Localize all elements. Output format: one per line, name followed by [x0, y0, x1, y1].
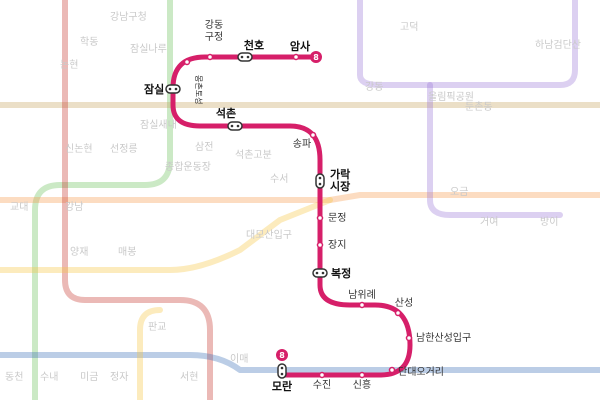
bg-label: 미금	[80, 371, 98, 383]
bg-label: 방이	[540, 216, 558, 228]
station-bokjeong-label: 복정	[331, 266, 351, 280]
station-munjeong-label: 문정	[328, 212, 346, 224]
bg-line-3	[0, 192, 600, 203]
bg-label: 선정릉	[110, 143, 138, 155]
station-sinheung-marker[interactable]	[358, 371, 366, 379]
bg-label: 잠실새내	[140, 119, 177, 131]
bg-label: 오금	[450, 186, 468, 198]
station-bokjeong-marker[interactable]	[312, 268, 328, 278]
bg-label: 둔촌동	[465, 101, 493, 113]
bg-label: 신논현	[65, 143, 93, 155]
station-amsa-marker[interactable]	[292, 53, 300, 61]
bg-label: 동천	[5, 371, 23, 383]
station-sujin-marker[interactable]	[318, 371, 326, 379]
bg-line-2	[32, 0, 173, 400]
line-8-badge-top-label: 8	[313, 53, 319, 62]
bg-label: 판교	[148, 321, 166, 333]
station-sujin-label: 수진	[313, 379, 331, 391]
station-jamsil-label: 잠실	[144, 82, 164, 96]
station-gangdong-gu-office-label-2: 구정	[205, 31, 223, 43]
station-sanseong-label: 산성	[395, 297, 413, 309]
bg-label: 올림픽공원	[428, 91, 474, 103]
bg-label: 석촌고분	[235, 149, 272, 161]
bg-label: 잠실나루	[130, 43, 167, 55]
bg-label: 강남	[65, 201, 83, 213]
station-sanseong-marker[interactable]	[394, 309, 402, 317]
bg-label: 하남검단산	[535, 38, 581, 51]
bg-label: 매봉	[118, 246, 136, 258]
background-labels: 강남구청 잠실나루 강동 올림픽공원 둔촌동 석촌고분 삼전 잠실새내 종합운동…	[5, 11, 581, 383]
station-jangji-marker[interactable]	[316, 241, 324, 249]
bg-label: 서현	[180, 371, 198, 383]
station-sinheung-label: 신흥	[353, 378, 371, 391]
station-namhansanseong-label: 남한산성입구	[416, 331, 471, 344]
station-dandae-marker[interactable]	[388, 366, 396, 374]
bg-line-sinbundang	[62, 0, 213, 400]
station-gangdong-gu-office-marker[interactable]	[206, 53, 214, 61]
bg-line-gyeonggang	[0, 352, 600, 373]
station-mongchontoseong-label: 몽촌토성	[194, 75, 203, 104]
bg-line-bundang2	[137, 307, 163, 400]
line-8-badge-bottom: 8	[276, 349, 288, 361]
bg-label: 수서	[270, 173, 288, 185]
station-gangdong-gu-office-label-1: 강동	[205, 19, 223, 31]
station-mongchontoseong-marker[interactable]	[183, 58, 191, 66]
station-moran-marker[interactable]	[277, 363, 287, 379]
stations-simple	[183, 53, 413, 379]
bg-label: 수내	[40, 371, 58, 383]
station-namwirye-label: 남위례	[348, 288, 376, 301]
station-garak-market-marker[interactable]	[315, 173, 325, 189]
station-dandae-label: 단대오거리	[398, 366, 444, 378]
station-garak-market-label-1: 가락	[330, 167, 350, 181]
station-moran-label: 모란	[272, 379, 292, 393]
station-jangji-label: 장지	[328, 239, 346, 251]
line-8-badge-top: 8	[310, 51, 322, 63]
bg-label: 이매	[230, 353, 248, 365]
bg-label: 삼전	[195, 141, 213, 153]
station-labels: 암사 천호 강동 구정 몽촌토성 잠실 석촌 송파 가락 시장 문정 장지 복정…	[144, 19, 471, 393]
station-munjeong-marker[interactable]	[316, 214, 324, 222]
bg-label: 양재	[70, 246, 88, 258]
line-8-badge-bottom-label: 8	[279, 351, 285, 360]
bg-label: 거여	[480, 216, 498, 228]
station-namwirye-marker[interactable]	[358, 301, 366, 309]
bg-label: 교대	[10, 201, 28, 213]
bg-label: 종합운동장	[165, 161, 211, 173]
bg-label: 강동	[365, 81, 383, 93]
station-amsa-label: 암사	[290, 39, 311, 53]
stations-transfer	[165, 52, 328, 379]
bg-line-bundang	[0, 197, 333, 273]
bg-label: 학동	[80, 36, 98, 48]
bg-line-5	[357, 0, 578, 88]
bg-label: 논현	[60, 59, 78, 71]
station-cheonho-label: 천호	[244, 38, 264, 52]
station-seokchon-label: 석촌	[216, 106, 236, 120]
station-garak-market-label-2: 시장	[330, 179, 350, 193]
station-namhansanseong-marker[interactable]	[405, 334, 413, 342]
station-songpa-label: 송파	[293, 138, 311, 150]
bg-label: 대모산입구	[246, 228, 292, 241]
station-songpa-marker[interactable]	[309, 131, 317, 139]
bg-label: 고덕	[400, 21, 418, 33]
station-seokchon-marker[interactable]	[227, 121, 243, 131]
station-cheonho-marker[interactable]	[237, 52, 253, 62]
bg-line-5b	[427, 82, 563, 218]
bg-label: 강남구청	[110, 11, 147, 23]
station-jamsil-marker[interactable]	[165, 84, 181, 94]
bg-label: 정자	[110, 371, 128, 383]
